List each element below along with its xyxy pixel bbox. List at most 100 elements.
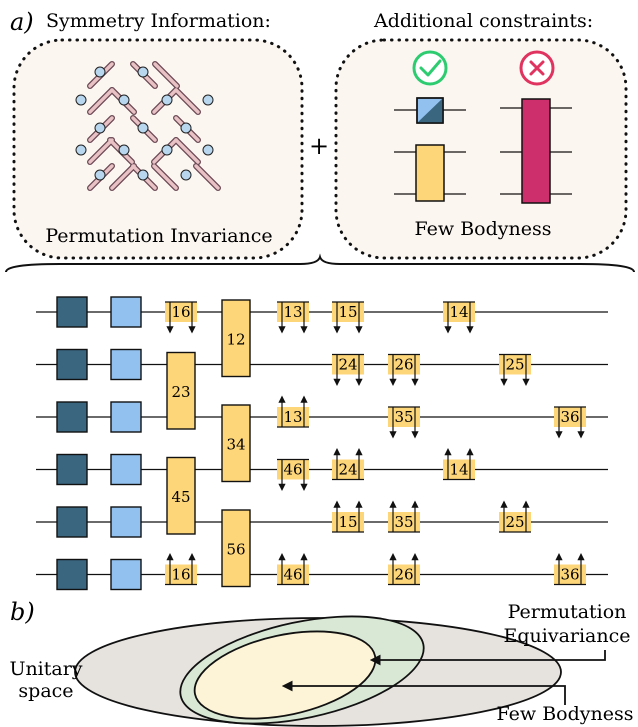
curly-brace	[5, 253, 635, 273]
split-gate-half	[554, 564, 586, 585]
two-qubit-gate-example	[394, 144, 466, 202]
panel-b-label: b)	[10, 598, 35, 626]
light-single-qubit-gate	[110, 401, 142, 433]
lattice-node	[94, 169, 106, 181]
lattice-arrow	[194, 164, 220, 190]
split-gate-half	[277, 407, 309, 427]
gate-label: 25	[505, 513, 524, 531]
two-qubit-gate	[221, 299, 251, 378]
gate-label: 35	[394, 513, 413, 531]
dark-single-qubit-gate	[56, 558, 88, 591]
lattice-arrow	[88, 138, 114, 164]
light-single-qubit-gate	[110, 296, 142, 328]
unitary-space-label-line1: Unitary	[9, 658, 82, 680]
two-qubit-gate	[221, 509, 251, 588]
split-gate-half	[277, 564, 309, 585]
gate-label: 35	[394, 408, 413, 426]
gate-label: 16	[171, 303, 190, 321]
dark-single-qubit-gate	[56, 506, 88, 538]
gate-label: 45	[171, 488, 190, 506]
split-gate-half	[332, 512, 364, 532]
split-gate-half	[165, 302, 197, 322]
gate-label: 36	[560, 408, 579, 426]
gate-label: 36	[560, 566, 579, 584]
split-gate-half	[388, 512, 420, 532]
split-gate-half	[443, 302, 475, 322]
split-gate-half	[277, 302, 309, 322]
lattice-node	[202, 144, 214, 156]
lattice-node	[180, 169, 192, 181]
constraints-caption: Few Bodyness	[415, 218, 552, 240]
circuit-diagram: 1616234512345613134646151524242626353514…	[36, 296, 608, 591]
gate-label: 56	[226, 540, 245, 558]
split-gate-half	[554, 407, 586, 427]
gate-label: 24	[338, 356, 357, 374]
unitary-space-label-line2: space	[18, 680, 73, 702]
plus-sign: +	[309, 132, 329, 160]
lattice-node	[75, 94, 87, 106]
lattice-node	[94, 66, 106, 78]
dark-single-qubit-gate	[56, 453, 88, 486]
light-single-qubit-gate	[110, 506, 142, 538]
gate-label: 15	[338, 513, 357, 531]
permutation-label-line1: Permutation	[508, 601, 627, 623]
constraints-panel	[334, 38, 628, 260]
lattice-node	[137, 169, 149, 181]
symmetry-panel	[12, 38, 304, 260]
lattice-node	[202, 94, 214, 106]
few-bodyness-pointer-arrow	[281, 680, 566, 705]
two-qubit-gate	[166, 351, 196, 430]
lattice-arrow	[174, 138, 200, 164]
many-body-gate-example	[500, 98, 572, 204]
lattice-node	[161, 94, 173, 106]
split-gate-half	[332, 354, 364, 375]
lattice-node	[118, 144, 130, 156]
split-gate-half	[277, 459, 309, 480]
gate-label: 25	[505, 356, 524, 374]
split-gate-half	[388, 407, 420, 427]
symmetry-title: Symmetry Information:	[46, 10, 271, 32]
gate-label: 14	[449, 303, 468, 321]
light-single-qubit-gate	[110, 558, 142, 591]
split-gate-half	[499, 354, 531, 375]
single-qubit-gate-example	[394, 97, 466, 124]
panel-a-label: a)	[10, 8, 34, 36]
gate-label: 13	[283, 303, 302, 321]
dark-single-qubit-gate	[56, 348, 88, 381]
gate-label: 23	[171, 383, 190, 401]
lattice-arrow	[153, 62, 179, 88]
permutation-label-line2: Equivariance	[503, 625, 630, 647]
dark-single-qubit-gate	[56, 401, 88, 433]
lattice-arrow	[110, 164, 136, 190]
lattice-node	[137, 122, 149, 134]
lattice-node	[161, 144, 173, 156]
lattice-node	[75, 144, 87, 156]
split-gate-half	[165, 564, 197, 585]
symmetry-caption: Permutation Invariance	[45, 225, 272, 247]
permutation-invariance-lattice	[75, 61, 221, 191]
split-gate-half	[388, 564, 420, 585]
gate-label: 46	[283, 566, 302, 584]
gate-label: 34	[226, 435, 245, 453]
gate-label: 14	[449, 461, 468, 479]
two-qubit-gate	[221, 404, 251, 483]
light-single-qubit-gate	[110, 348, 142, 381]
gate-label: 24	[338, 461, 357, 479]
two-qubit-gate	[166, 456, 196, 535]
gate-label: 26	[394, 356, 413, 374]
few-bodyness-label: Few Bodyness	[497, 703, 634, 725]
check-icon	[412, 50, 448, 86]
lattice-node	[180, 122, 192, 134]
gate-label: 13	[283, 408, 302, 426]
split-gate-half	[443, 459, 475, 480]
gate-label: 12	[226, 330, 245, 348]
split-gate-half	[332, 459, 364, 480]
gate-label: 46	[283, 461, 302, 479]
split-gate-half	[332, 302, 364, 322]
light-single-qubit-gate	[110, 453, 142, 486]
lattice-node	[118, 94, 130, 106]
gate-label: 26	[394, 566, 413, 584]
gate-label: 16	[171, 566, 190, 584]
lattice-arrow	[152, 164, 178, 190]
